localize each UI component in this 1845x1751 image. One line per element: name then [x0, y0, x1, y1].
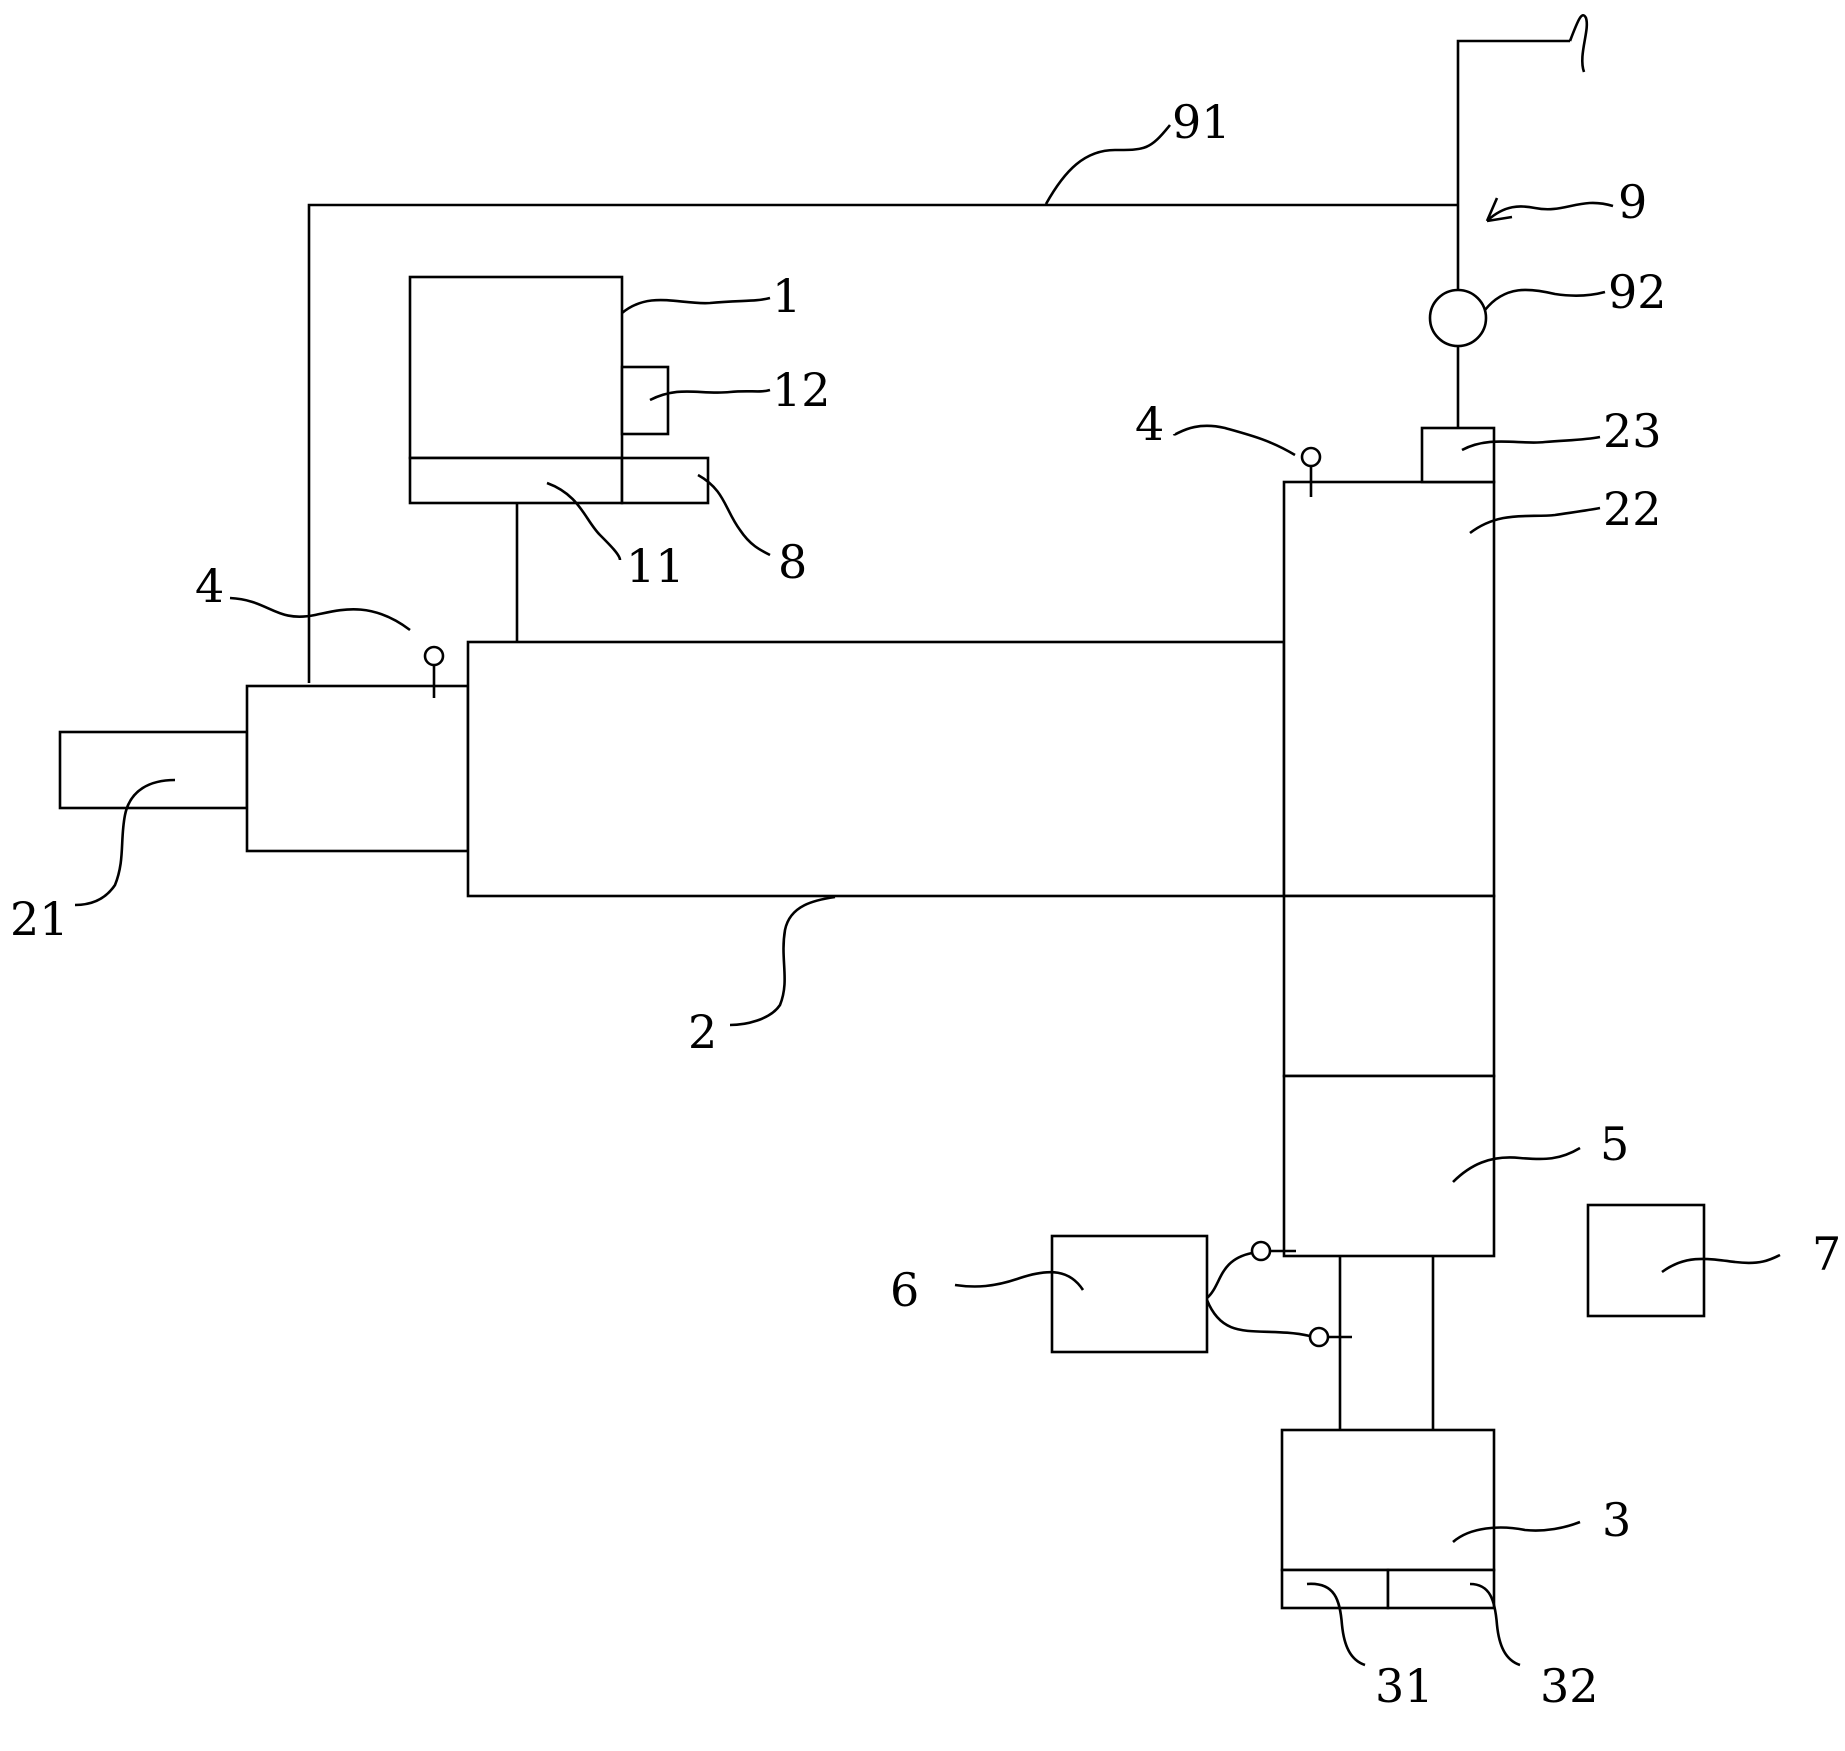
pipe-9-vertical — [1456, 39, 1570, 290]
label-23: 23 — [1603, 404, 1662, 458]
leader-lines — [74, 124, 1781, 1667]
label-11: 11 — [626, 539, 685, 593]
label-3: 3 — [1602, 1493, 1631, 1547]
wire-6-lower — [1205, 1299, 1311, 1338]
sensor-4-left — [423, 645, 445, 698]
wire-6-upper — [1206, 1251, 1253, 1299]
component-12 — [620, 365, 670, 436]
valve-92 — [1428, 288, 1488, 348]
middle-section — [1282, 894, 1496, 1078]
component-21 — [58, 730, 249, 810]
label-7: 7 — [1812, 1227, 1841, 1281]
component-1 — [408, 275, 624, 460]
component-32 — [1386, 1568, 1496, 1610]
label-4-right: 4 — [1135, 397, 1164, 451]
label-92: 92 — [1608, 265, 1667, 319]
sensor-6-upper — [1250, 1240, 1296, 1262]
label-12: 12 — [772, 363, 831, 417]
label-32: 32 — [1540, 1659, 1599, 1713]
label-2: 2 — [688, 1005, 717, 1059]
component-22 — [1282, 480, 1496, 898]
sensor-4-right — [1300, 446, 1322, 497]
component-3 — [1280, 1428, 1496, 1572]
sensor-6-lower — [1308, 1326, 1352, 1348]
component-6 — [1050, 1234, 1209, 1354]
component-8 — [620, 456, 710, 505]
label-9: 9 — [1618, 175, 1647, 229]
pipe-91 — [307, 203, 1458, 683]
label-4-left: 4 — [195, 559, 224, 613]
label-8: 8 — [778, 535, 807, 589]
arrow-9-head — [1485, 197, 1513, 223]
label-5: 5 — [1600, 1117, 1629, 1171]
label-91: 91 — [1172, 95, 1231, 149]
label-21: 21 — [10, 892, 69, 946]
component-5 — [1282, 1074, 1496, 1258]
pipe-9-outlet-break — [1568, 13, 1589, 73]
arrow-9 — [1487, 201, 1614, 221]
label-1: 1 — [772, 269, 801, 323]
component-31 — [1280, 1568, 1390, 1610]
inlet-box — [245, 684, 470, 853]
component-11 — [408, 456, 624, 505]
label-31: 31 — [1375, 1659, 1434, 1713]
main-body-2 — [466, 640, 1286, 898]
label-6: 6 — [890, 1263, 919, 1317]
label-22: 22 — [1603, 482, 1662, 536]
component-23 — [1420, 426, 1496, 484]
